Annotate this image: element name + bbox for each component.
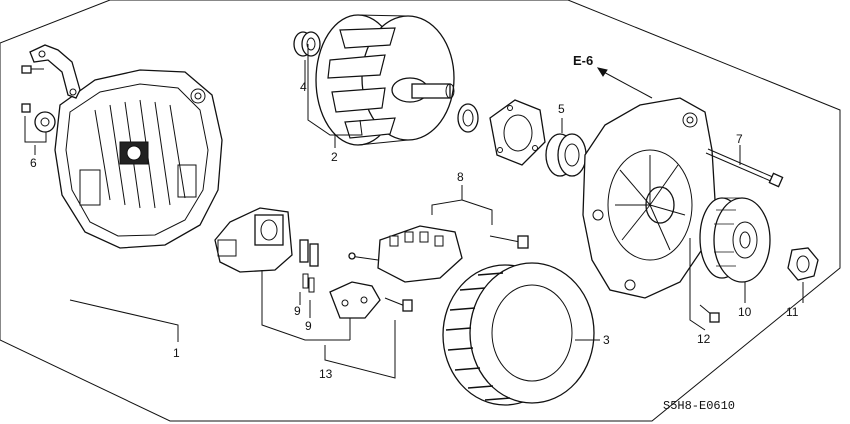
callout-1: 1	[173, 346, 180, 360]
leader-lines	[34, 44, 804, 379]
callout-7: 7	[736, 132, 743, 146]
brush-holder-part	[214, 207, 293, 273]
callout-2: 2	[331, 150, 338, 164]
callout-8: 8	[457, 170, 464, 184]
bushing-part-4	[293, 31, 321, 57]
bolt-part-12	[699, 304, 720, 323]
callout-9b: 9	[305, 319, 312, 333]
callout-6: 6	[30, 156, 37, 170]
pulley-part-10	[699, 197, 771, 283]
callout-12: 12	[697, 332, 711, 346]
spacer-part	[457, 103, 479, 133]
callout-13: 13	[319, 367, 333, 381]
nut-part-6	[21, 103, 56, 143]
through-bolt-part-7	[705, 148, 784, 188]
callout-3: 3	[603, 333, 610, 347]
reference-label: E-6	[573, 53, 593, 68]
pulley-nut-part-11	[787, 247, 819, 281]
rotor-part-2	[315, 14, 455, 146]
callout-4: 4	[300, 80, 307, 94]
terminal-plate-part-13	[329, 281, 413, 319]
stator-part-3	[442, 262, 595, 406]
callout-9a: 9	[294, 304, 301, 318]
brushes-part-9	[299, 239, 319, 293]
bracket-part	[29, 44, 81, 99]
front-housing-part	[582, 97, 716, 299]
retainer-plate-part	[489, 99, 546, 166]
rectifier-part-8	[348, 225, 529, 283]
callout-11: 11	[786, 305, 799, 319]
bearing-part-5	[545, 133, 587, 177]
callout-5: 5	[558, 102, 565, 116]
callout-10: 10	[738, 305, 752, 319]
diagram-code: S5H8-E0610	[663, 399, 735, 413]
small-bolt-part	[21, 65, 44, 74]
rear-housing-part	[54, 69, 223, 249]
